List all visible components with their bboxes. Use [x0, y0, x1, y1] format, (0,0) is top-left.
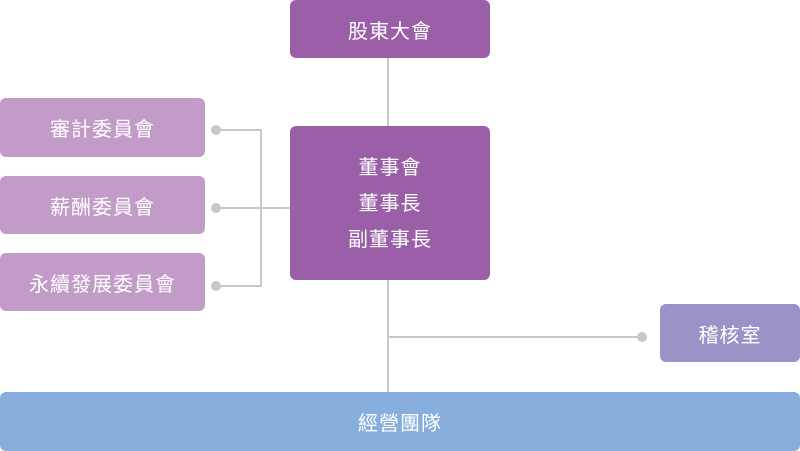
chairman-label: 董事長 — [358, 191, 422, 215]
board-label: 董事會 — [358, 155, 422, 179]
sustainability-committee-box: 永續發展委員會 — [0, 253, 205, 311]
audit-office-box: 稽核室 — [660, 304, 800, 362]
connector-shareholders-board — [387, 58, 389, 126]
connector-committees-to-board — [216, 207, 290, 209]
connector-committees-bracket-top — [216, 129, 262, 131]
connector-dot-audit-office — [637, 332, 647, 342]
vice-chairman-label: 副董事長 — [348, 227, 432, 251]
management-team-box: 經營團隊 — [0, 392, 800, 451]
audit-committee-box: 審計委員會 — [0, 98, 205, 157]
connector-committees-bracket-bottom — [216, 285, 262, 287]
connector-dot-committee-3 — [211, 281, 221, 291]
compensation-committee-box: 薪酬委員會 — [0, 176, 205, 234]
connector-audit-office — [388, 336, 642, 338]
board-of-directors-box: 董事會 董事長 副董事長 — [290, 126, 490, 280]
shareholders-meeting-box: 股東大會 — [290, 0, 490, 58]
connector-dot-committee-2 — [211, 203, 221, 213]
connector-dot-committee-1 — [211, 125, 221, 135]
